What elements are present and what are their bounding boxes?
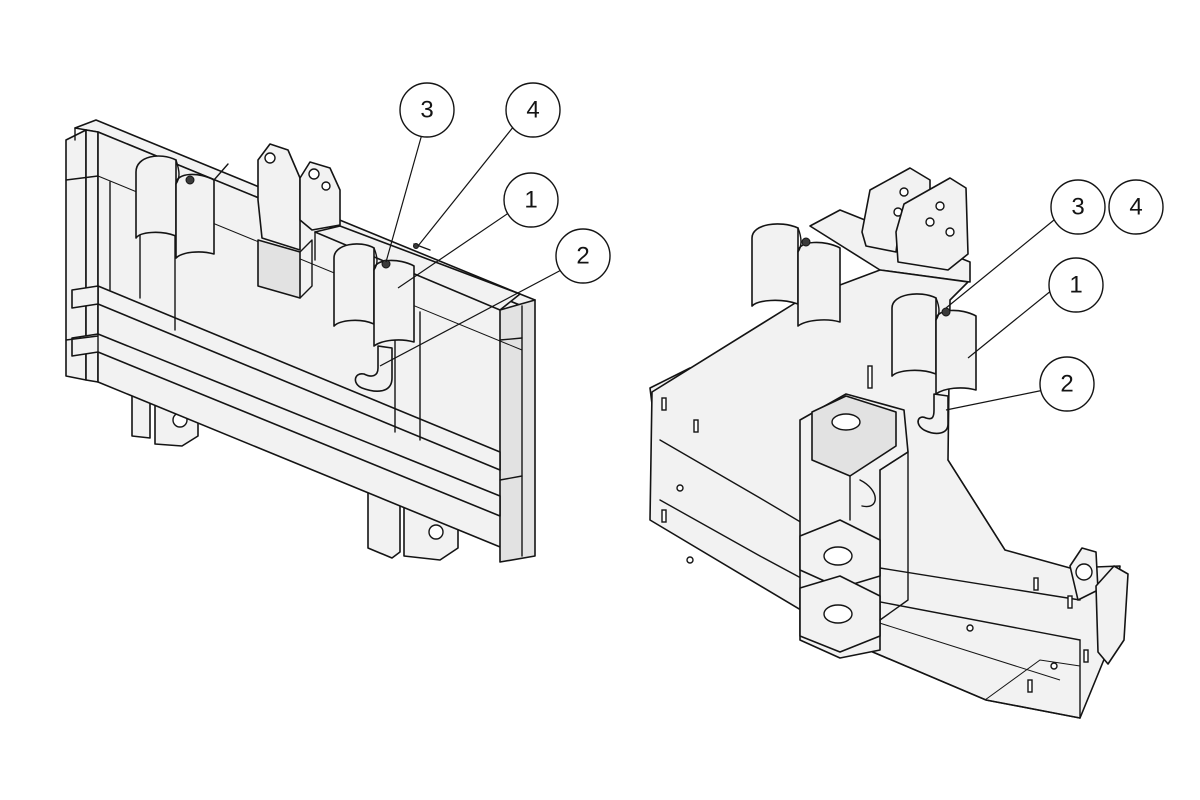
right-holder-b [891,293,977,435]
right-balloon-2: 2 [1039,356,1095,412]
right-holder-a [751,223,841,327]
left-balloon-2-label: 2 [576,243,589,270]
right-balloon-4: 4 [1108,179,1164,235]
right-balloon-1-label: 1 [1069,272,1082,299]
right-assembly-view: 3 4 1 2 [649,167,1164,719]
left-balloon-4: 4 [505,82,561,138]
left-top-bracket [257,143,341,299]
right-balloon-2-label: 2 [1060,371,1073,398]
left-assembly-view: 3 4 1 2 [65,82,611,563]
left-balloon-1-label: 1 [524,187,537,214]
right-balloon-3: 3 [1050,179,1106,235]
right-balloon-4-label: 4 [1129,194,1142,221]
left-balloon-4-label: 4 [526,97,539,124]
left-holder-a [135,155,229,259]
left-balloon-3: 3 [399,82,455,138]
right-top-plate [809,167,971,283]
right-balloon-1: 1 [1048,257,1104,313]
left-balloon-3-label: 3 [420,97,433,124]
right-lower-bracket [1069,547,1129,665]
left-holder-b [333,243,431,392]
left-leader-lines [379,125,566,367]
left-balloon-1: 1 [503,172,559,228]
right-leader-lines [945,219,1055,411]
right-center-receiver [799,393,909,659]
left-balloon-2: 2 [555,228,611,284]
right-balloon-3-label: 3 [1071,194,1084,221]
right-main-body [649,269,1121,719]
